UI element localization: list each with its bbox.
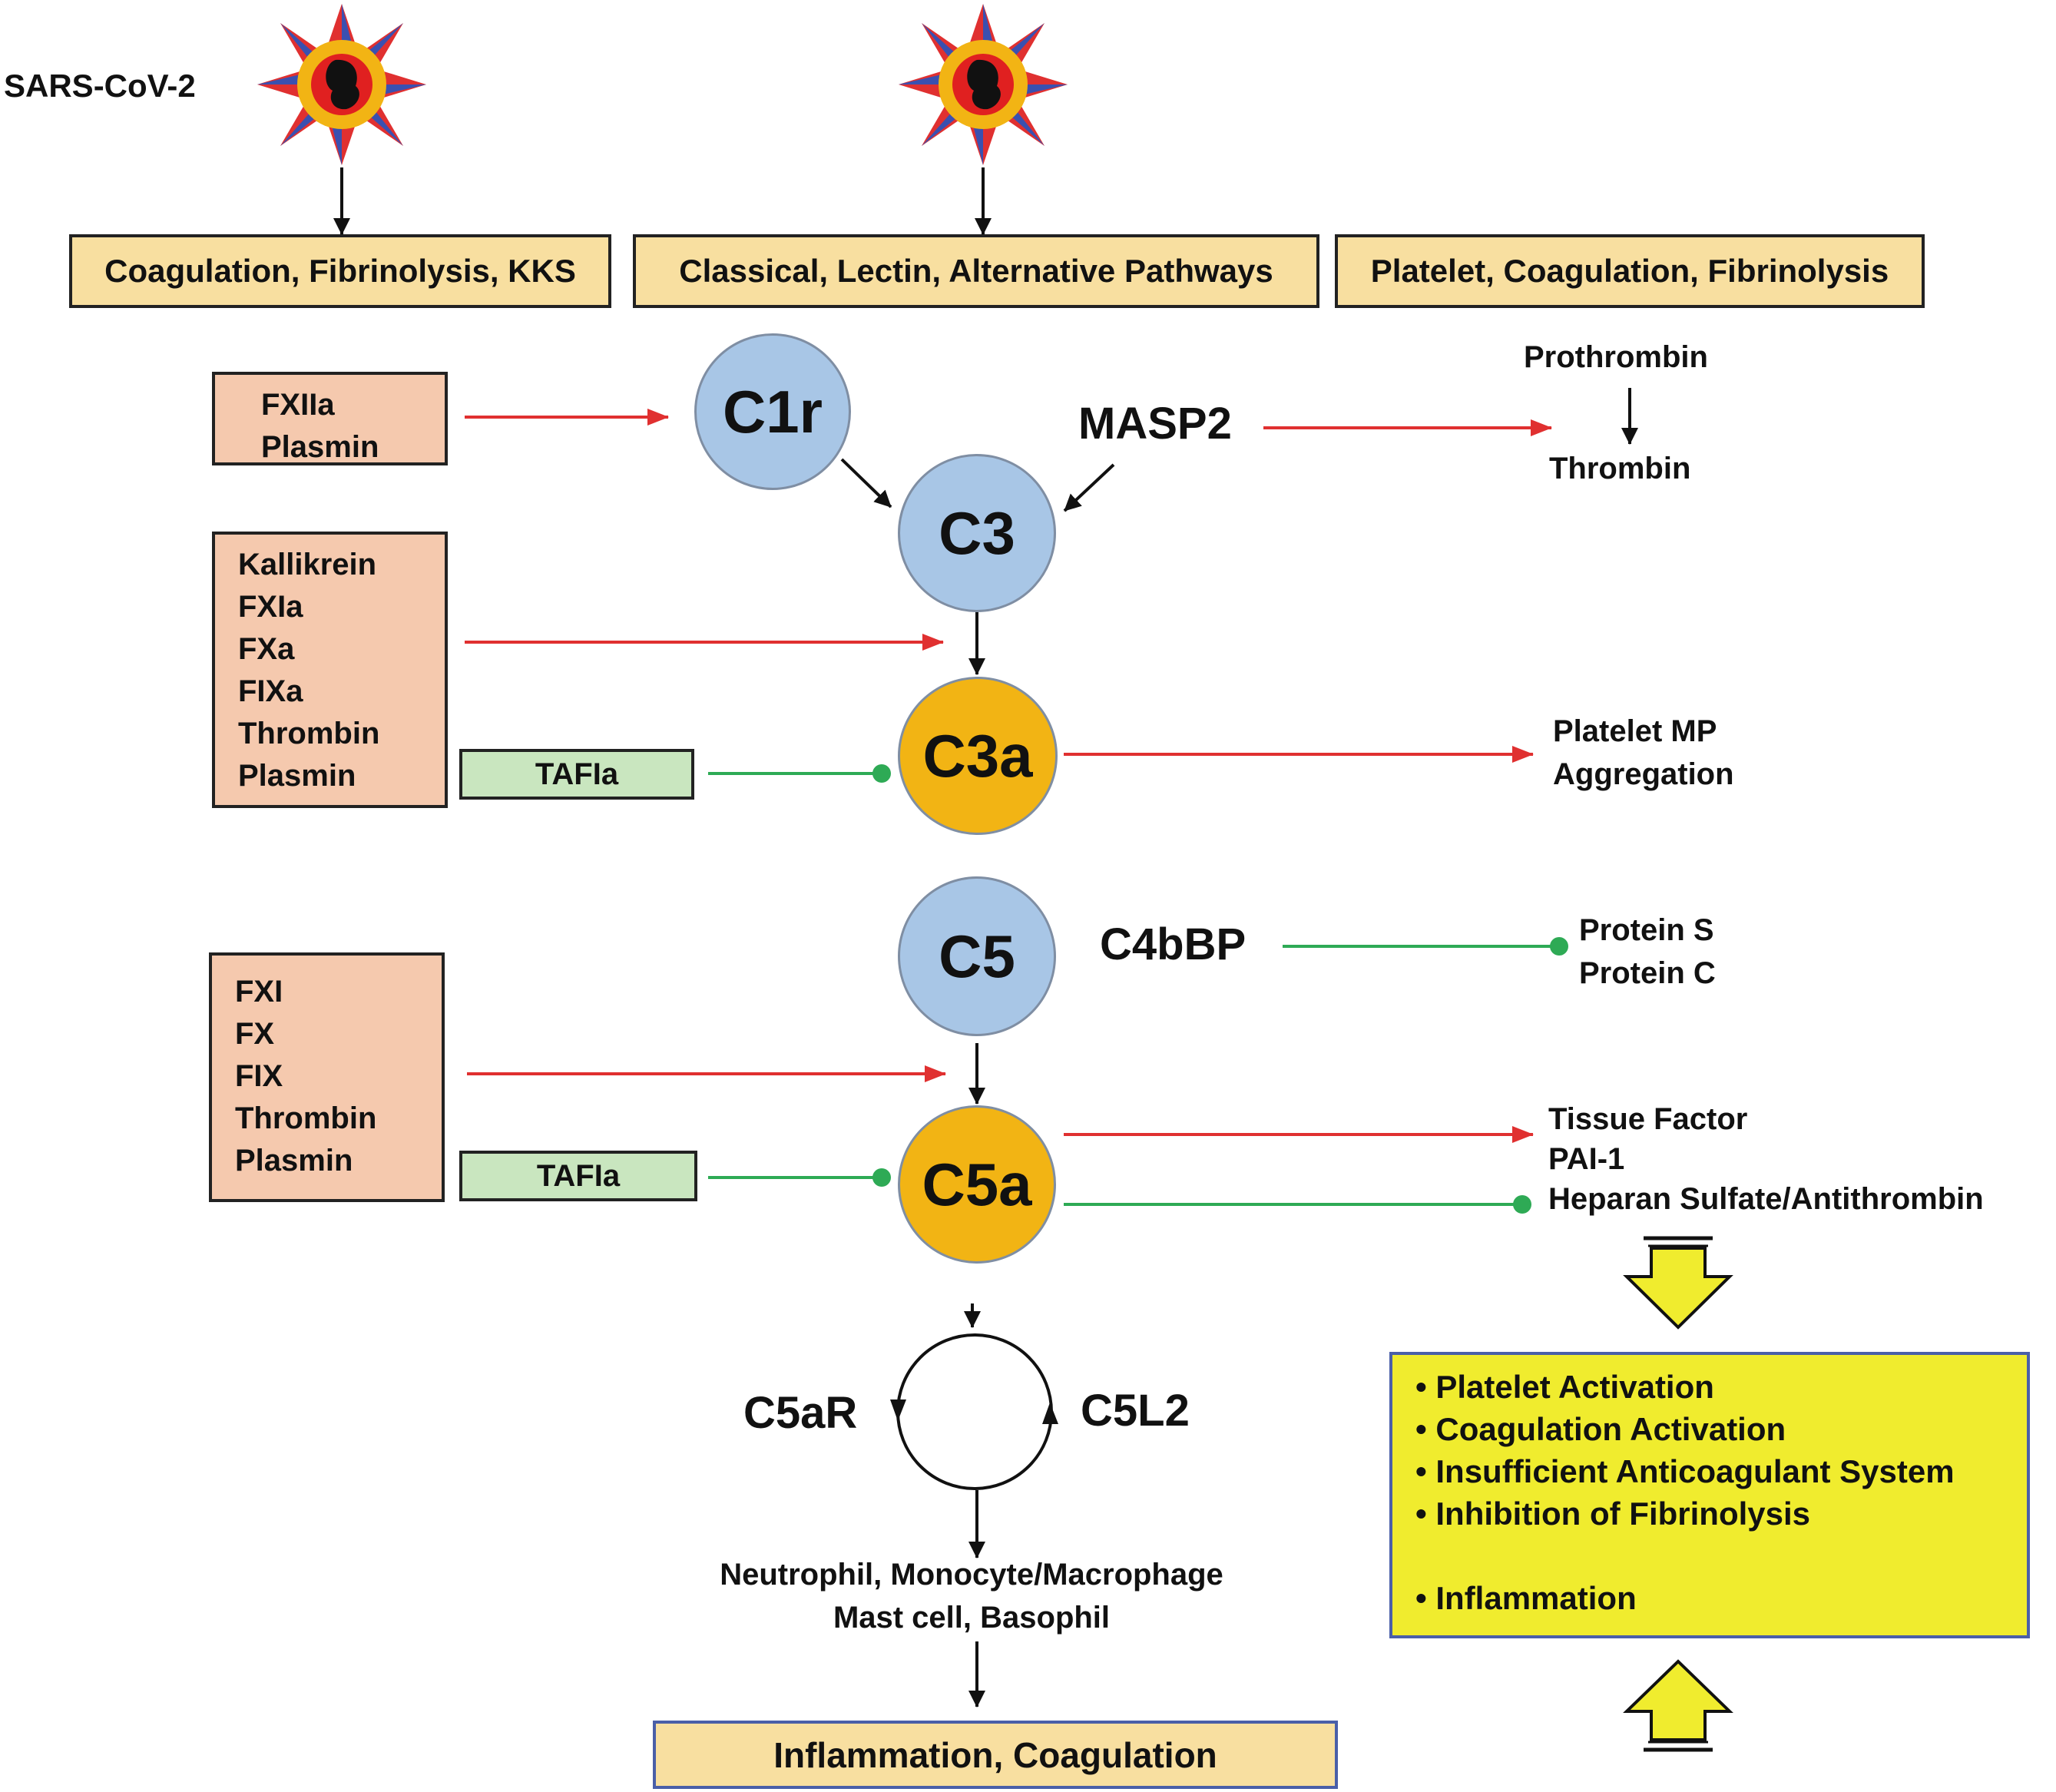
- effect-bullet: • Coagulation Activation: [1415, 1411, 1786, 1447]
- node-c5: C5: [898, 876, 1056, 1036]
- c5a-target-item: Heparan Sulfate/Antithrombin: [1548, 1182, 1984, 1216]
- cell-item: Neutrophil, Monocyte/Macrophage: [720, 1558, 1223, 1592]
- prothrombin-label: Prothrombin: [1524, 340, 1708, 374]
- receptor-cycle: [896, 1333, 1053, 1490]
- immune-cells: Neutrophil, Monocyte/Macrophage Mast cel…: [676, 1553, 1267, 1639]
- inhibition-dot: [872, 1168, 891, 1187]
- c4bbp-label: C4bBP: [1100, 919, 1247, 969]
- thrombin-label: Thrombin: [1549, 452, 1691, 485]
- protein-targets: Protein S Protein C: [1579, 909, 1716, 995]
- effect-item: Platelet MP: [1553, 714, 1717, 748]
- tafia-box: TAFIa: [459, 749, 694, 800]
- factor-item: FX: [235, 1017, 275, 1051]
- masp2-label: MASP2: [1078, 399, 1232, 449]
- node-c1r: C1r: [694, 333, 851, 490]
- flow-arrow: [1063, 463, 1115, 512]
- effect-item: Aggregation: [1553, 757, 1734, 791]
- factor-item: FIXa: [238, 674, 303, 708]
- protein-item: Protein C: [1579, 956, 1716, 990]
- c3-activators-box: Kallikrein FXIa FXa FIXa Thrombin Plasmi…: [212, 532, 448, 808]
- node-c3a: C3a: [898, 677, 1058, 835]
- factor-item: Thrombin: [238, 717, 380, 750]
- factor-item: Plasmin: [235, 1144, 353, 1178]
- factor-item: Plasmin: [261, 430, 379, 464]
- virus-label: SARS-CoV-2: [4, 68, 196, 104]
- c5a-target-item: PAI-1: [1548, 1142, 1625, 1176]
- effect-bullet: • Insufficient Anticoagulant System: [1415, 1453, 1955, 1489]
- c1r-activators-box: FXIIa Plasmin: [212, 372, 448, 465]
- receptor-c5ar-label: C5aR: [743, 1388, 858, 1438]
- factor-item: Plasmin: [238, 759, 356, 793]
- effect-bullet: • Inflammation: [1415, 1580, 1637, 1616]
- virus-icon: [257, 4, 426, 165]
- header-box-complement-pathways: Classical, Lectin, Alternative Pathways: [633, 234, 1319, 308]
- outcome-box: Inflammation, Coagulation: [653, 1721, 1338, 1789]
- inhibition-dot: [1550, 937, 1568, 956]
- inhibition-dot: [872, 764, 891, 783]
- up-arrow-icon: [1623, 1659, 1733, 1752]
- factor-item: FXIa: [238, 590, 303, 624]
- node-c5a: C5a: [898, 1105, 1056, 1264]
- cycle-arrowhead: [890, 1399, 906, 1421]
- tafia-box: TAFIa: [459, 1151, 697, 1201]
- header-box-platelet: Platelet, Coagulation, Fibrinolysis: [1335, 234, 1925, 308]
- node-c3: C3: [898, 454, 1056, 612]
- c5-activators-box: FXI FX FIX Thrombin Plasmin: [209, 952, 445, 1202]
- factor-item: FIX: [235, 1059, 283, 1093]
- receptor-c5l2-label: C5L2: [1081, 1386, 1190, 1436]
- c5a-targets: Tissue Factor PAI-1 Heparan Sulfate/Anti…: [1548, 1099, 1984, 1219]
- effect-bullet: • Inhibition of Fibrinolysis: [1415, 1496, 1811, 1532]
- factor-item: Thrombin: [235, 1101, 377, 1135]
- factor-item: FXIIa: [261, 388, 335, 422]
- factor-item: FXa: [238, 632, 295, 666]
- factor-item: FXI: [235, 975, 283, 1009]
- factor-item: Kallikrein: [238, 548, 377, 581]
- down-arrow-icon: [1623, 1236, 1733, 1330]
- virus-icon: [899, 4, 1068, 165]
- cycle-arrowhead: [1042, 1403, 1058, 1424]
- cell-item: Mast cell, Basophil: [833, 1601, 1111, 1635]
- header-box-coagulation: Coagulation, Fibrinolysis, KKS: [69, 234, 611, 308]
- effect-bullet: • Platelet Activation: [1415, 1369, 1714, 1405]
- inhibition-dot: [1513, 1195, 1531, 1214]
- c5a-target-item: Tissue Factor: [1548, 1102, 1748, 1136]
- effects-box: • Platelet Activation • Coagulation Acti…: [1389, 1352, 2030, 1638]
- platelet-effects: Platelet MP Aggregation: [1553, 710, 1734, 796]
- protein-item: Protein S: [1579, 913, 1714, 947]
- flow-arrow: [840, 458, 892, 508]
